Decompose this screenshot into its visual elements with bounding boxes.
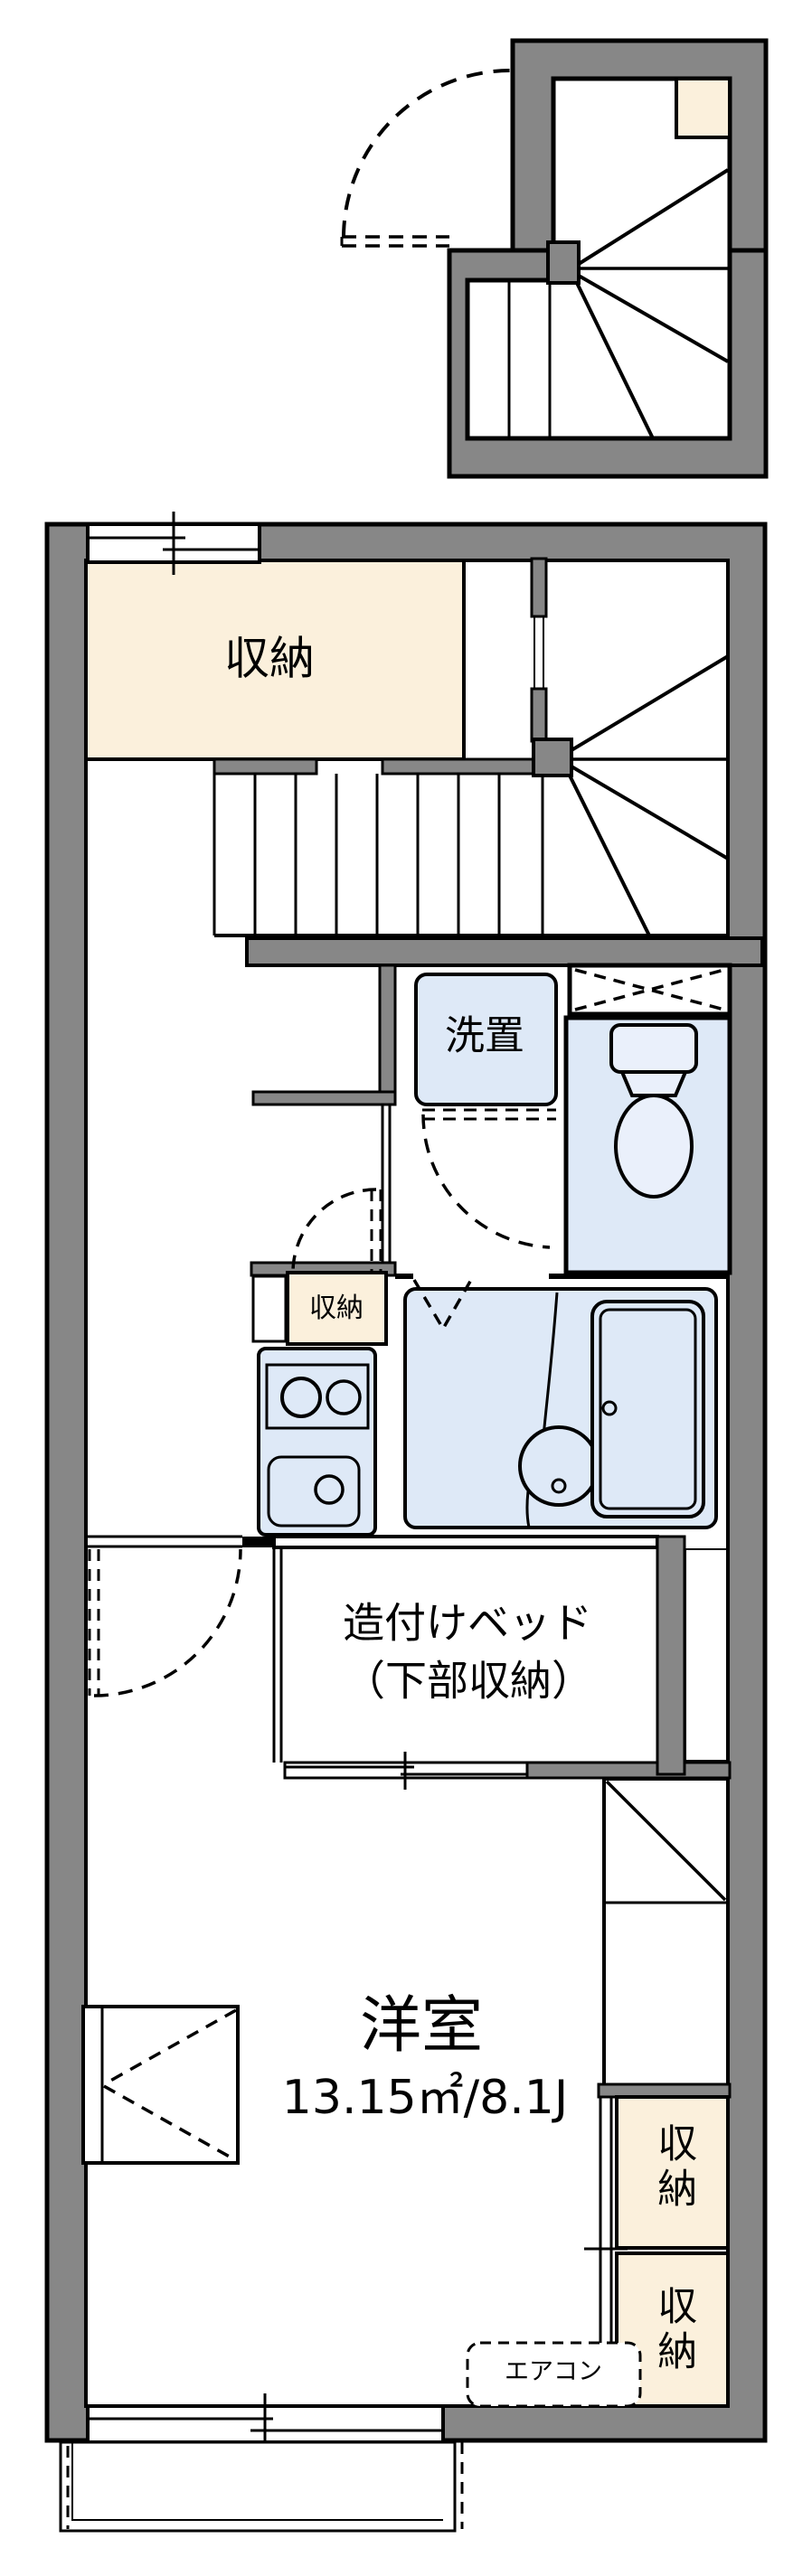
- toilet-icon: [609, 1023, 698, 1199]
- room-name-label: 洋室: [359, 1989, 484, 2062]
- stair-newel-post-1f: [546, 240, 581, 285]
- stair-winder-lines-1f: [507, 168, 730, 439]
- bed-window: [283, 1752, 529, 1790]
- sanitary-partitions: [251, 964, 397, 1274]
- bed-label-line2: （下部収納）: [344, 1656, 593, 1706]
- side-window: [81, 2005, 240, 2165]
- laundry-space: [414, 973, 558, 1249]
- entrance-door-swing: [340, 69, 512, 248]
- kitchen-storage: [250, 1261, 397, 1346]
- bathroom: [395, 1274, 728, 1529]
- western-room-door-swing: [88, 1548, 242, 1697]
- kitchen-storage-label: 収納: [309, 1292, 364, 1324]
- hatch-opening: [567, 963, 732, 1017]
- storage-right-lower-label: 収納: [650, 2285, 697, 2375]
- kitchen-unit: [257, 1347, 377, 1537]
- sink-icon: [267, 1455, 361, 1528]
- bottom-window: [86, 2393, 445, 2455]
- entrance-stair-block: [340, 38, 769, 479]
- laundry-label: 洗置: [445, 1012, 524, 1059]
- wall-under-stairs: [245, 936, 764, 967]
- window-top: [86, 512, 261, 575]
- stair-newel-post-2f: [532, 738, 573, 777]
- stove-icon: [265, 1363, 370, 1430]
- aircon-label: エアコン: [505, 2357, 602, 2386]
- toilet-room: [563, 1015, 732, 1275]
- bathtub-icon: [590, 1300, 705, 1518]
- stairs-2f: [212, 557, 730, 937]
- storage-top-label: 収納: [224, 632, 315, 685]
- hall-door-swing: [291, 1188, 382, 1274]
- right-niche: [602, 1777, 730, 2088]
- bed-area: [88, 1535, 732, 1790]
- stair-landing-storage: [675, 77, 732, 139]
- laundry-door-swing: [421, 1108, 556, 1249]
- stair-treads-straight: [212, 774, 544, 935]
- bed-label-line1: 造付けベッド: [343, 1598, 592, 1648]
- air-conditioner-box: [466, 2341, 642, 2408]
- stair-winder-lines-2f: [568, 654, 730, 936]
- balcony: [59, 2440, 464, 2533]
- pipe-space: [685, 1548, 728, 1762]
- storage-right-upper-label: 収納: [650, 2122, 697, 2213]
- room-area-label: 13.15㎡/8.1J: [281, 2071, 569, 2126]
